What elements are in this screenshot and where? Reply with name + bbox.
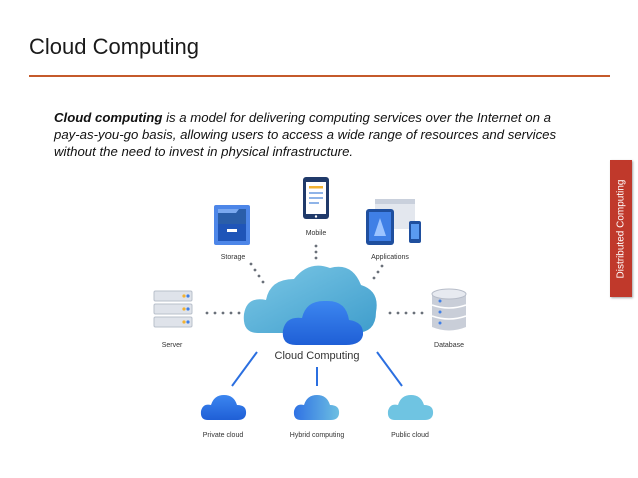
database-icon (431, 288, 467, 331)
intro-term: Cloud computing (54, 110, 163, 125)
mobile-icon (303, 177, 329, 219)
storage-icon (214, 205, 250, 245)
central-cloud-icon (243, 265, 377, 345)
server-icon (153, 290, 193, 328)
dotted-connectors (205, 244, 424, 315)
database-label: Database (434, 342, 464, 349)
public-cloud-label: Public cloud (391, 432, 429, 439)
hybrid-cloud-label: Hybrid computing (290, 432, 345, 439)
mobile-label: Mobile (306, 230, 327, 237)
applications-icon (366, 199, 421, 245)
storage-label: Storage (221, 254, 246, 261)
side-section-tab: Distributed Computing (610, 160, 632, 297)
private-cloud-icon (200, 395, 247, 420)
center-label: Cloud Computing (275, 350, 360, 362)
applications-label: Applications (371, 254, 409, 261)
private-cloud-label: Private cloud (203, 432, 244, 439)
hybrid-cloud-icon (293, 395, 340, 420)
solid-connectors (231, 351, 403, 387)
title-divider (29, 75, 610, 77)
public-cloud-icon (387, 395, 434, 420)
intro-paragraph: Cloud computing is a model for deliverin… (54, 109, 574, 160)
server-label: Server (162, 342, 183, 349)
slide-title: Cloud Computing (29, 34, 199, 59)
intro-text: is a model for delivering computing serv… (54, 110, 557, 159)
